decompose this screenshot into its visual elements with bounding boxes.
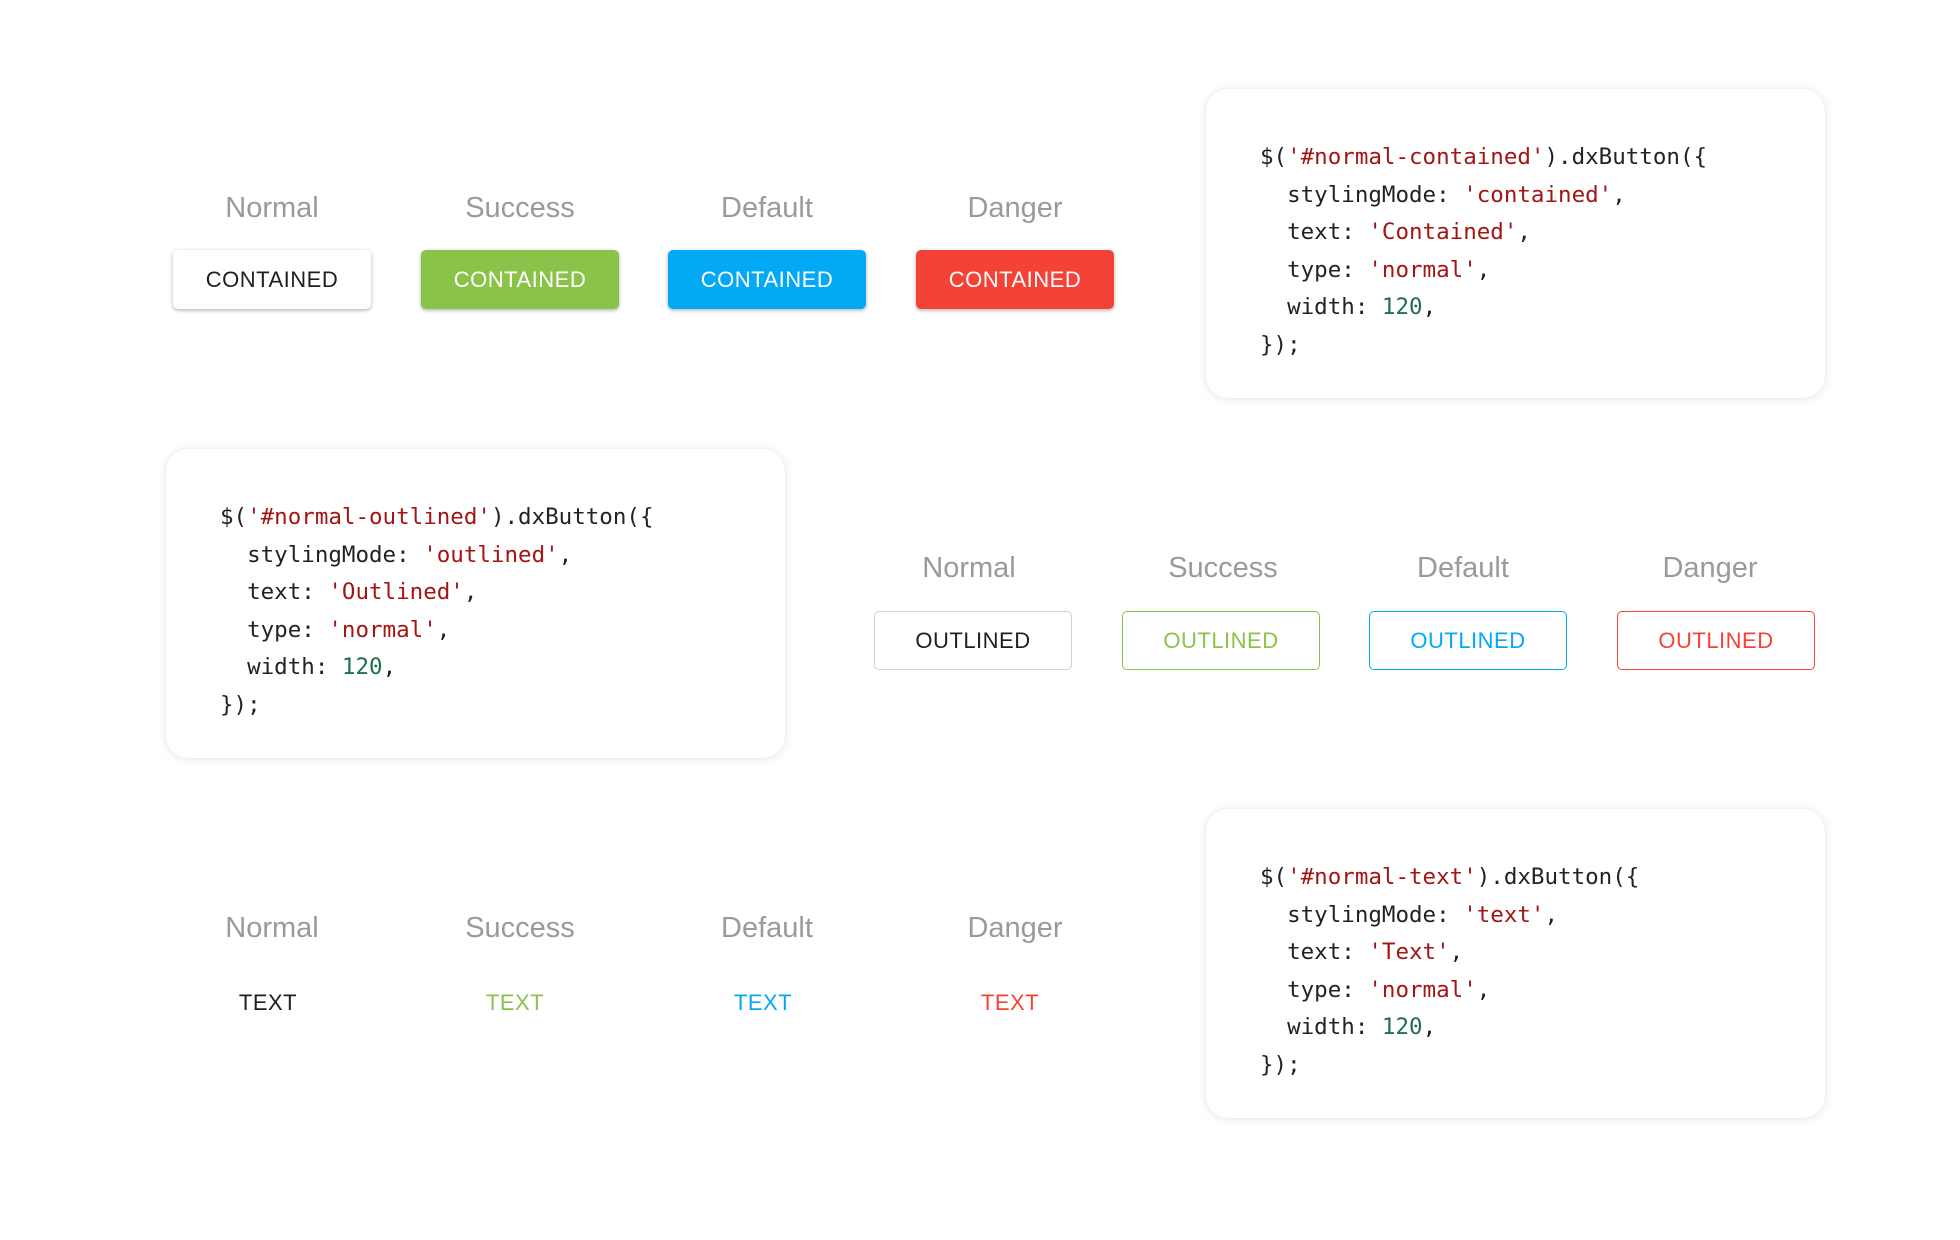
code-styling-key: stylingMode:: [1260, 901, 1464, 928]
code-selector-open: $(: [1260, 864, 1288, 890]
outlined-code-snippet: $('#normal-outlined').dxButton({ styling…: [220, 504, 654, 718]
code-styling-value: 'text': [1463, 901, 1545, 928]
outlined-default-button[interactable]: OUTLINED: [1369, 611, 1567, 670]
code-width-key: width:: [220, 654, 342, 680]
contained-default-button[interactable]: CONTAINED: [668, 250, 866, 309]
code-styling-key: stylingMode:: [220, 541, 424, 568]
code-selector-close: ).dxButton({: [490, 504, 654, 530]
code-text-value: 'Text': [1368, 939, 1450, 965]
code-selector: '#normal-contained': [1287, 144, 1545, 170]
code-selector-open: $(: [220, 504, 248, 530]
contained-normal-button[interactable]: CONTAINED: [173, 250, 371, 309]
label-normal: Normal: [225, 912, 319, 944]
code-type-key: type:: [1260, 976, 1369, 1003]
label-normal: Normal: [922, 552, 1016, 584]
code-styling-value: 'contained': [1463, 181, 1613, 208]
code-width-value: 120: [1381, 1014, 1423, 1040]
code-selector: '#normal-outlined': [247, 504, 491, 530]
text-default-button[interactable]: TEXT: [733, 989, 793, 1015]
contained-success-button[interactable]: CONTAINED: [421, 250, 619, 309]
text-code-snippet: $('#normal-text').dxButton({ stylingMode…: [1260, 864, 1640, 1078]
contained-code-card: $('#normal-contained').dxButton({ stylin…: [1206, 89, 1825, 398]
code-selector: '#normal-text': [1287, 864, 1477, 890]
outlined-success-button[interactable]: OUTLINED: [1122, 611, 1320, 670]
outlined-danger-button[interactable]: OUTLINED: [1617, 611, 1815, 670]
code-selector-open: $(: [1260, 144, 1288, 170]
text-normal-button[interactable]: TEXT: [238, 989, 298, 1015]
code-text-value: 'Outlined': [328, 579, 464, 605]
code-close: });: [1260, 331, 1301, 358]
label-danger: Danger: [967, 192, 1063, 224]
label-default: Default: [721, 192, 813, 224]
code-type-value: 'normal': [1368, 976, 1477, 1003]
contained-code-snippet: $('#normal-contained').dxButton({ stylin…: [1260, 144, 1708, 358]
contained-danger-button[interactable]: CONTAINED: [916, 250, 1114, 309]
code-styling-key: stylingMode:: [1260, 181, 1464, 208]
code-width-key: width:: [1260, 1014, 1382, 1040]
label-default: Default: [721, 912, 813, 944]
code-text-key: text:: [1260, 219, 1369, 245]
label-danger: Danger: [1662, 552, 1758, 584]
code-text-value: 'Contained': [1368, 219, 1518, 245]
outlined-normal-button[interactable]: OUTLINED: [874, 611, 1072, 670]
outlined-code-card: $('#normal-outlined').dxButton({ styling…: [166, 449, 785, 758]
code-type-value: 'normal': [1368, 256, 1477, 283]
label-normal: Normal: [225, 192, 319, 224]
code-close: });: [1260, 1051, 1301, 1078]
label-success: Success: [465, 192, 575, 224]
code-width-value: 120: [341, 654, 383, 680]
text-code-card: $('#normal-text').dxButton({ stylingMode…: [1206, 809, 1825, 1118]
code-close: });: [220, 691, 261, 718]
code-selector-close: ).dxButton({: [1544, 144, 1708, 170]
code-width-key: width:: [1260, 294, 1382, 320]
code-type-key: type:: [220, 616, 329, 643]
label-success: Success: [465, 912, 575, 944]
code-width-value: 120: [1381, 294, 1423, 320]
text-danger-button[interactable]: TEXT: [980, 989, 1040, 1015]
code-selector-close: ).dxButton({: [1476, 864, 1640, 890]
label-success: Success: [1168, 552, 1278, 584]
code-text-key: text:: [220, 579, 329, 605]
code-styling-value: 'outlined': [423, 541, 559, 568]
code-text-key: text:: [1260, 939, 1369, 965]
text-success-button[interactable]: TEXT: [485, 989, 545, 1015]
label-default: Default: [1417, 552, 1509, 584]
code-type-value: 'normal': [328, 616, 437, 643]
label-danger: Danger: [967, 912, 1063, 944]
code-type-key: type:: [1260, 256, 1369, 283]
